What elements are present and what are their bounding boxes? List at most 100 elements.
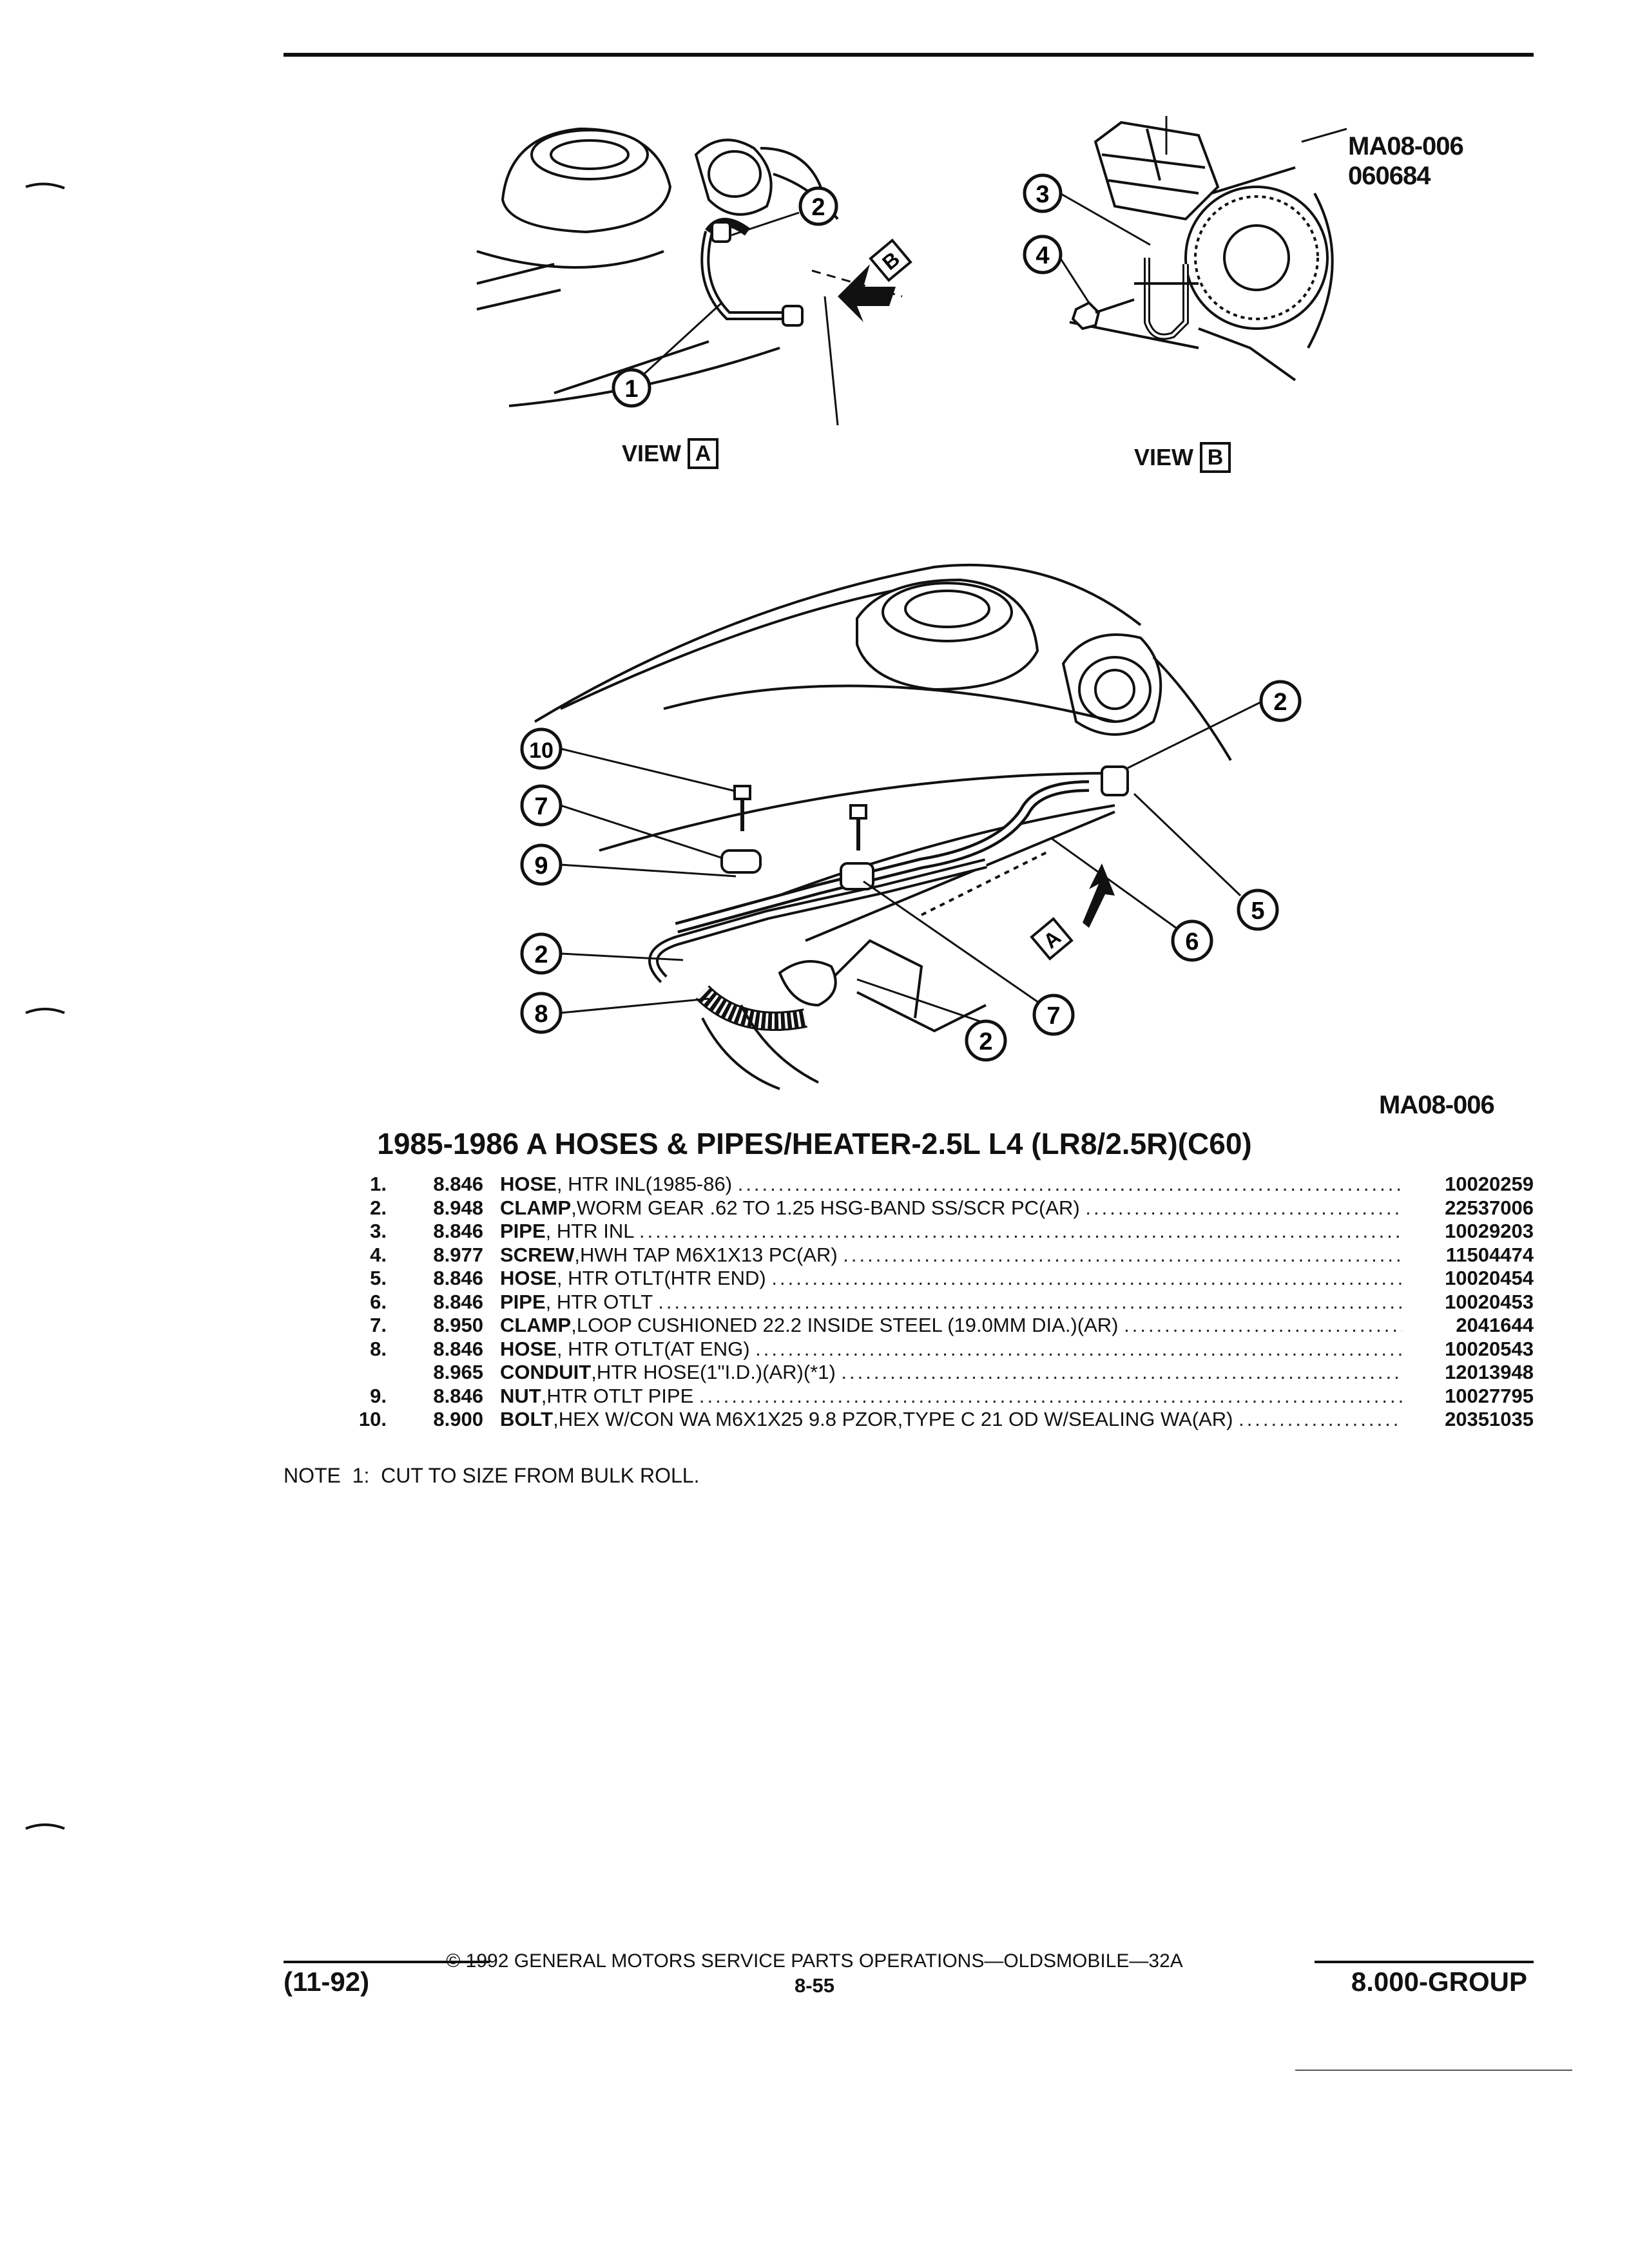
part-number: 10029203 bbox=[1445, 1220, 1534, 1242]
part-detail: , HTR OTLT(HTR END) bbox=[556, 1267, 766, 1289]
part-detail: ,LOOP CUSHIONED 22.2 INSIDE STEEL (19.0M… bbox=[571, 1314, 1119, 1336]
item-number: 4. bbox=[370, 1243, 387, 1266]
svg-text:4: 4 bbox=[1036, 242, 1049, 269]
view-a-box: A bbox=[688, 438, 719, 469]
view-a-illustration: B 2 1 bbox=[476, 127, 912, 426]
part-detail: ,HTR OTLT PIPE bbox=[541, 1384, 694, 1407]
leader-dots: ........................................… bbox=[658, 1290, 1402, 1313]
group-number: 8.950 bbox=[433, 1314, 483, 1336]
leader-dots: ........................................… bbox=[699, 1384, 1402, 1407]
svg-text:6: 6 bbox=[1185, 928, 1199, 956]
svg-text:2: 2 bbox=[979, 1028, 992, 1055]
leader-dots: ........................................… bbox=[841, 1361, 1402, 1383]
callout-10: 10 bbox=[520, 727, 563, 770]
svg-text:2: 2 bbox=[811, 194, 825, 221]
callout-6: 6 bbox=[1171, 919, 1213, 962]
svg-text:5: 5 bbox=[1251, 898, 1264, 925]
part-detail: , HTR OTLT bbox=[545, 1290, 653, 1313]
footer-group: 8.000-GROUP bbox=[1351, 1966, 1527, 1997]
figure-code-bottom: MA08-006 bbox=[1379, 1091, 1495, 1119]
binder-marks bbox=[25, 182, 65, 1830]
part-description: HOSE, HTR INL(1985-86) .................… bbox=[500, 1173, 1402, 1196]
view-b-box: B bbox=[1200, 442, 1231, 473]
part-name: HOSE bbox=[500, 1267, 557, 1289]
figure-code-top: MA08-006 060684 bbox=[1348, 131, 1464, 191]
footer-copyright: © 1992 GENERAL MOTORS SERVICE PARTS OPER… bbox=[446, 1950, 1183, 1972]
part-detail: ,HEX W/CON WA M6X1X25 9.8 PZOR,TYPE C 21… bbox=[553, 1408, 1233, 1430]
leader-dots: ........................................… bbox=[771, 1267, 1402, 1289]
svg-text:7: 7 bbox=[534, 793, 548, 820]
part-detail: ,HWH TAP M6X1X13 PC(AR) bbox=[574, 1243, 838, 1266]
leader-dots: ........................................… bbox=[1239, 1408, 1402, 1430]
group-number: 8.846 bbox=[433, 1173, 483, 1195]
item-number: 7. bbox=[370, 1314, 387, 1336]
top-rule bbox=[284, 53, 1534, 57]
svg-text:2: 2 bbox=[534, 941, 548, 968]
part-description: CLAMP,WORM GEAR .62 TO 1.25 HSG-BAND SS/… bbox=[500, 1196, 1402, 1220]
part-name: CONDUIT bbox=[500, 1361, 592, 1383]
footer-rule-left bbox=[284, 1961, 490, 1963]
callout-2-bottom: 2 bbox=[965, 1019, 1007, 1062]
callout-2-left: 2 bbox=[520, 932, 563, 975]
part-description: CLAMP,LOOP CUSHIONED 22.2 INSIDE STEEL (… bbox=[500, 1314, 1402, 1338]
part-detail: ,WORM GEAR .62 TO 1.25 HSG-BAND SS/SCR P… bbox=[571, 1196, 1080, 1219]
group-number: 8.846 bbox=[433, 1220, 483, 1242]
part-description: BOLT,HEX W/CON WA M6X1X25 9.8 PZOR,TYPE … bbox=[500, 1408, 1402, 1432]
part-name: NUT bbox=[500, 1384, 541, 1407]
item-number: 6. bbox=[370, 1290, 387, 1313]
section-title: 1985-1986 A HOSES & PIPES/HEATER-2.5L L4… bbox=[377, 1127, 1252, 1160]
leader-dots: ........................................… bbox=[843, 1243, 1402, 1266]
part-number: 10020259 bbox=[1445, 1173, 1534, 1195]
part-number: 20351035 bbox=[1445, 1408, 1534, 1430]
callout-3-view-b: 3 bbox=[1023, 173, 1063, 213]
item-number: 5. bbox=[370, 1267, 387, 1289]
part-description: NUT,HTR OTLT PIPE ......................… bbox=[500, 1385, 1402, 1408]
footer-date: (11-92) bbox=[284, 1966, 370, 1997]
part-number: 11504474 bbox=[1445, 1243, 1534, 1266]
part-detail: ,HTR HOSE(1"I.D.)(AR)(*1) bbox=[591, 1361, 836, 1383]
arrow-b: B bbox=[838, 238, 912, 322]
group-number: 8.900 bbox=[433, 1408, 483, 1430]
part-number: 10020453 bbox=[1445, 1290, 1534, 1313]
leader-dots: ........................................… bbox=[737, 1173, 1402, 1195]
view-a-label: VIEW A bbox=[622, 438, 719, 469]
part-description: HOSE, HTR OTLT(AT ENG) .................… bbox=[500, 1338, 1402, 1361]
svg-text:2: 2 bbox=[1273, 689, 1287, 716]
svg-text:3: 3 bbox=[1036, 181, 1049, 208]
figure-code-line-2: 060684 bbox=[1348, 162, 1431, 190]
leader-dots: ........................................… bbox=[1124, 1314, 1402, 1336]
svg-text:8: 8 bbox=[534, 1001, 548, 1028]
item-number: 2. bbox=[370, 1196, 387, 1219]
main-illustration: A 10 7 9 2 8 2 5 6 7 2 bbox=[520, 563, 1302, 1090]
group-number: 8.977 bbox=[433, 1243, 483, 1266]
callout-8: 8 bbox=[520, 992, 563, 1034]
part-number: 10027795 bbox=[1445, 1384, 1534, 1407]
callout-4-view-b: 4 bbox=[1023, 235, 1063, 274]
svg-text:1: 1 bbox=[624, 376, 638, 403]
part-description: SCREW,HWH TAP M6X1X13 PC(AR) ...........… bbox=[500, 1244, 1402, 1267]
part-name: PIPE bbox=[500, 1220, 546, 1242]
item-number: 10. bbox=[358, 1408, 387, 1430]
part-name: PIPE bbox=[500, 1290, 546, 1313]
parts-row: 10. 8.900 BOLT,HEX W/CON WA M6X1X25 9.8 PZ… bbox=[322, 1408, 1534, 1432]
bottom-corner-rule bbox=[1295, 2070, 1572, 2071]
part-number: 10020454 bbox=[1445, 1267, 1534, 1289]
part-name: SCREW bbox=[500, 1243, 575, 1266]
callout-9: 9 bbox=[520, 843, 563, 886]
part-description: CONDUIT,HTR HOSE(1"I.D.)(AR)(*1) .......… bbox=[500, 1361, 1402, 1385]
parts-row: 5. 8.846 HOSE, HTR OTLT(HTR END) .........… bbox=[322, 1267, 1534, 1291]
part-name: CLAMP bbox=[500, 1314, 572, 1336]
part-detail: , HTR INL bbox=[545, 1220, 634, 1242]
group-number: 8.846 bbox=[433, 1384, 483, 1407]
group-number: 8.965 bbox=[433, 1361, 483, 1383]
view-b-label: VIEW B bbox=[1134, 442, 1231, 473]
group-number: 8.846 bbox=[433, 1267, 483, 1289]
part-number: 2041644 bbox=[1456, 1314, 1534, 1336]
figure-code-line-1: MA08-006 bbox=[1348, 132, 1464, 160]
item-number: 8. bbox=[370, 1337, 387, 1360]
